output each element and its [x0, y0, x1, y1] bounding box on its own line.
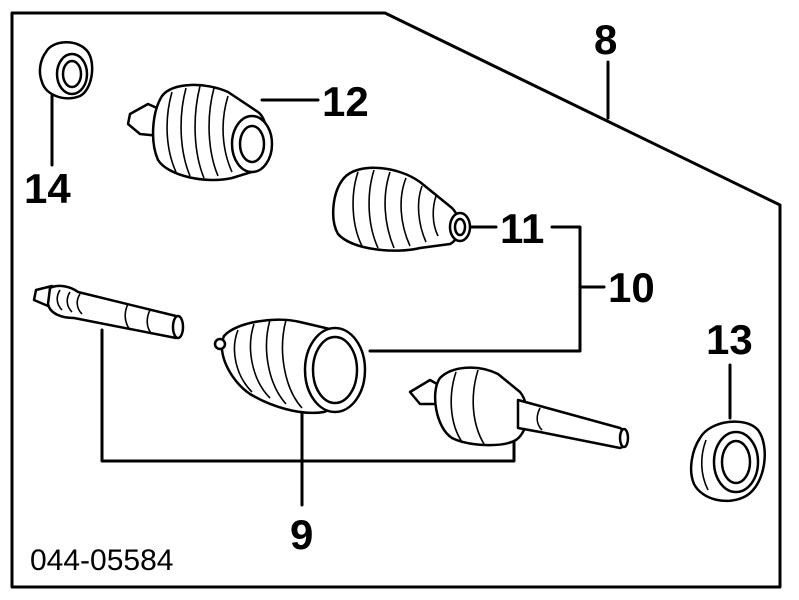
callout-8: 8 [594, 16, 617, 63]
seal-part-13 [689, 420, 766, 503]
drawing-code: 044-05584 [30, 544, 173, 577]
callout-12: 12 [322, 78, 369, 125]
callout-13: 13 [706, 316, 753, 363]
leader-lines [50, 60, 732, 507]
callout-9: 9 [290, 511, 313, 558]
callout-11: 11 [500, 205, 544, 252]
diagram-frame [10, 11, 782, 589]
seal-part-14 [38, 41, 94, 100]
shaft-left-part [32, 284, 185, 340]
callout-10: 10 [608, 264, 655, 311]
shaft-right-part [408, 366, 630, 450]
inner-boot-part-11 [331, 166, 472, 252]
callout-14: 14 [24, 165, 71, 212]
boot-part-9 [213, 318, 367, 415]
outer-boot-part-12 [126, 83, 274, 182]
